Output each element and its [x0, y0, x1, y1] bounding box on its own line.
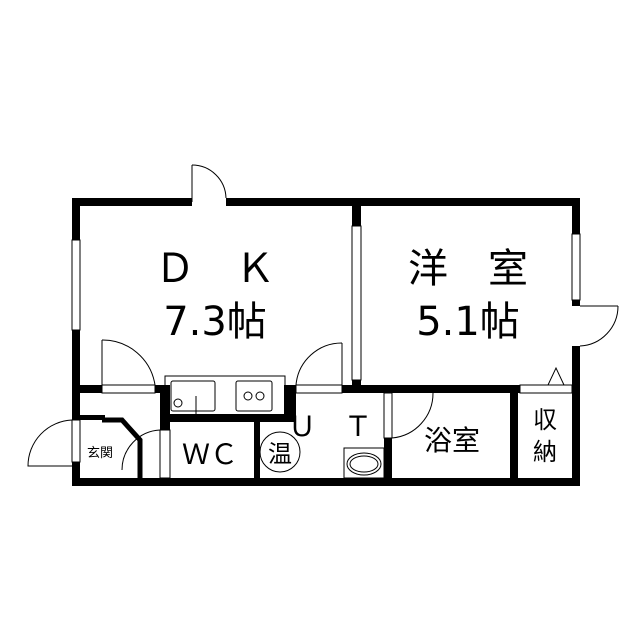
- door-right[interactable]: [579, 305, 619, 347]
- western-room-size: 5.1帖: [416, 299, 520, 345]
- ut-label: Ｕ Ｔ: [288, 410, 372, 443]
- outer-walls: [72, 198, 580, 486]
- storage-label-1: 収: [533, 406, 557, 434]
- sliding-door-dk-western[interactable]: [351, 225, 362, 381]
- water-heater-label: 温: [268, 440, 292, 468]
- window-western-right: [571, 233, 581, 301]
- door-top[interactable]: [191, 164, 227, 202]
- window-dk-left: [71, 239, 81, 331]
- door-wc[interactable]: [121, 429, 171, 479]
- kitchen-counter: [164, 375, 286, 417]
- dk-label: Ｄ Ｋ: [155, 246, 275, 292]
- western-room-label: 洋 室: [408, 246, 528, 292]
- door-bath[interactable]: [383, 392, 434, 439]
- wash-basin-icon: [343, 447, 385, 479]
- bath-label: 浴室: [424, 424, 480, 457]
- wc-label: ＷＣ: [182, 438, 238, 471]
- storage-door[interactable]: [519, 366, 573, 394]
- storage-label-2: 納: [533, 438, 557, 466]
- water-heater-icon: [259, 431, 301, 473]
- door-ut[interactable]: [295, 342, 343, 394]
- entrance-label: 玄関: [87, 446, 113, 461]
- door-entrance[interactable]: [27, 419, 81, 467]
- door-dk-entrance[interactable]: [101, 339, 156, 394]
- dk-size: 7.3帖: [163, 299, 267, 345]
